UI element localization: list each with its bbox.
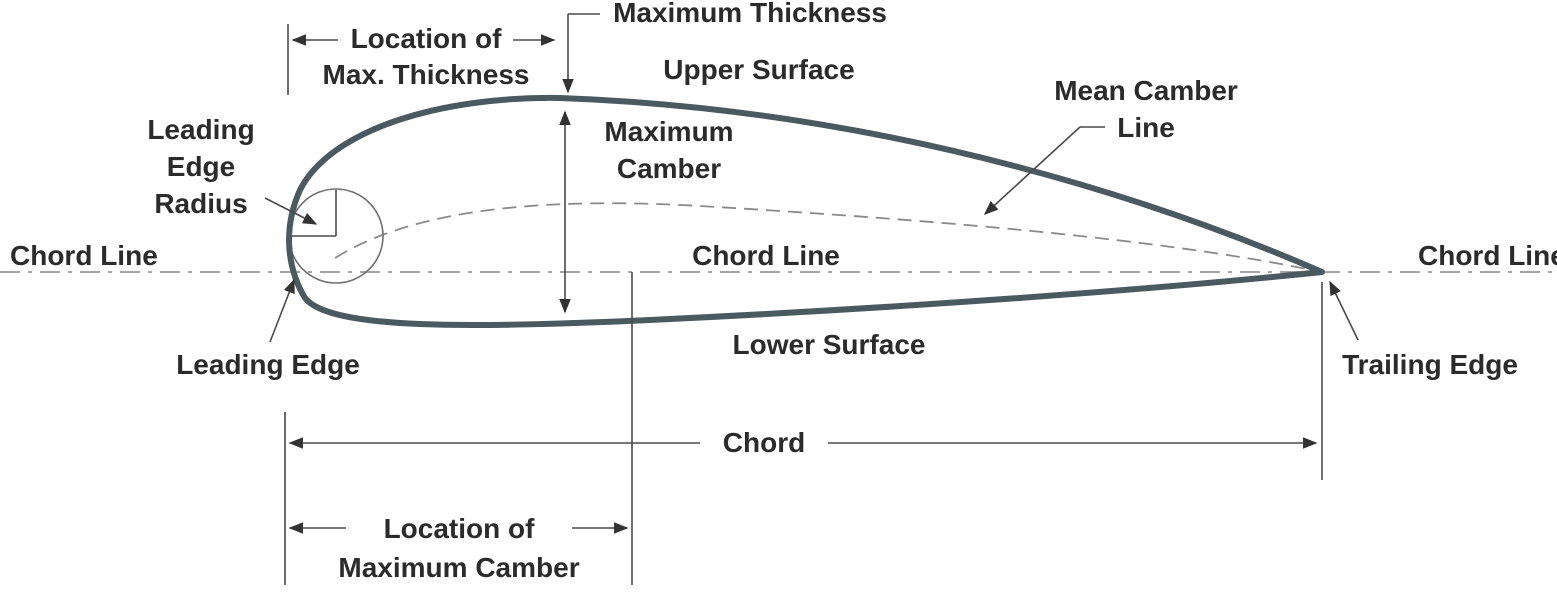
label-location-max-thickness-2: Max. Thickness <box>323 59 530 90</box>
trailing-edge-pointer <box>1329 280 1359 341</box>
label-location-max-camber-1: Location of <box>384 513 536 544</box>
label-chord-line-right: Chord Line <box>1418 240 1557 271</box>
leading-edge-pointer <box>269 278 295 343</box>
label-chord-line-left: Chord Line <box>10 240 158 271</box>
label-location-max-thickness-1: Location of <box>351 23 503 54</box>
label-maximum-camber-2: Camber <box>617 153 721 184</box>
label-chord-line-center: Chord Line <box>692 240 840 271</box>
mean-camber-pointer <box>983 126 1105 215</box>
leading-edge-radius-pointer <box>264 197 318 225</box>
label-trailing-edge: Trailing Edge <box>1342 349 1518 380</box>
label-leading-edge-radius-1: Leading <box>147 114 254 145</box>
mean-camber-line <box>334 202 1323 273</box>
label-lower-surface: Lower Surface <box>733 329 926 360</box>
label-mean-camber-line-1: Mean Camber <box>1054 75 1238 106</box>
label-chord: Chord <box>723 427 805 458</box>
label-location-max-camber-2: Maximum Camber <box>338 552 579 583</box>
label-maximum-thickness: Maximum Thickness <box>613 0 887 28</box>
label-leading-edge-radius-3: Radius <box>154 188 247 219</box>
label-mean-camber-line-2: Line <box>1117 112 1175 143</box>
airfoil-outline <box>286 94 1325 328</box>
label-leading-edge: Leading Edge <box>176 349 360 380</box>
label-upper-surface: Upper Surface <box>663 54 854 85</box>
label-leading-edge-radius-2: Edge <box>167 151 235 182</box>
label-maximum-camber-1: Maximum <box>604 116 733 147</box>
